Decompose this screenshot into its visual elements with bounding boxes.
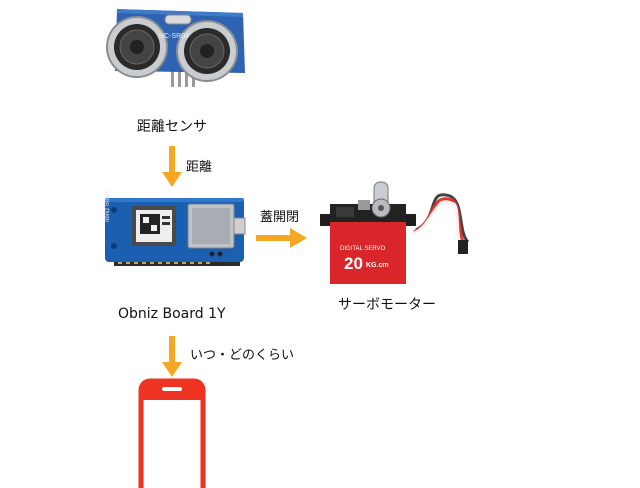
edge-label-lid: 蓋開閉 [260, 210, 300, 225]
servo-motor: DIGITAL SERVO 20 KG.cm [318, 178, 470, 288]
servo-big-text: 20 [344, 254, 363, 273]
distance-sensor: R HC-SR04 [95, 5, 250, 90]
sensor-board-text: HC-SR04 [159, 33, 189, 40]
board-side-text: obniz Board [105, 189, 111, 222]
servo-brand-text: DIGITAL SERVO [340, 246, 386, 252]
arrow-sensor-to-board [160, 146, 184, 188]
arrow-board-to-phone [160, 336, 184, 378]
edge-label-distance: 距離 [186, 160, 213, 175]
svg-text:R: R [229, 74, 235, 83]
servo-small-text: KG.cm [366, 262, 389, 269]
arrow-board-to-servo [256, 227, 308, 249]
edge-label-when-how-much: いつ・どのくらい [190, 348, 295, 363]
smartphone [138, 378, 206, 488]
servo-label: サーボモーター [338, 297, 436, 313]
sensor-label: 距離センサ [137, 119, 207, 135]
obniz-board: obniz Board [102, 189, 247, 270]
board-label: Obniz Board 1Y [118, 306, 226, 322]
